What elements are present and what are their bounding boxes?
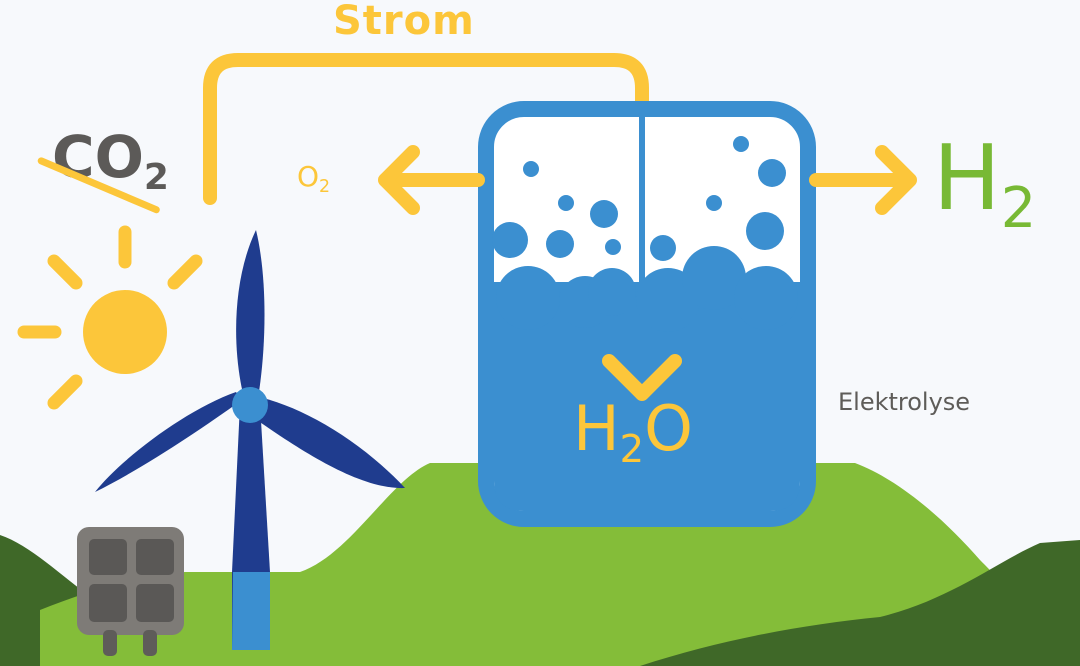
strom-label: Strom [333, 0, 475, 44]
co2-subscript: 2 [143, 156, 169, 198]
oxygen-symbol: O [297, 160, 320, 193]
elektrolyse-label: Elektrolyse [838, 388, 971, 416]
water-subscript: 2 [619, 427, 645, 473]
hydrogen-subscript: 2 [1000, 175, 1037, 241]
strom-power-line [203, 53, 649, 337]
h2-arrow-icon [809, 145, 917, 215]
wind-turbine-icon [95, 230, 405, 650]
hydrogen-symbol: H [933, 126, 1001, 231]
oxygen-label: O2 [297, 160, 330, 196]
arrow-down-icon [602, 354, 682, 401]
water-symbol-h: H [573, 392, 620, 465]
o2-arrow-icon [378, 145, 485, 215]
electrolyzer-tank-icon [478, 101, 816, 527]
solar-panel-icon [77, 527, 184, 656]
oxygen-subscript: 2 [319, 176, 331, 197]
co2-label: CO2 [52, 128, 169, 195]
co2-symbol: CO [52, 123, 144, 191]
hydrogen-label: H2 [933, 134, 1036, 237]
liquid-surface-bubbles [496, 246, 798, 332]
water-symbol-o: O [644, 392, 693, 465]
water-label: H2O [573, 398, 693, 470]
bubble-icon [492, 136, 786, 261]
dark-hill-right [640, 540, 1080, 666]
sun-icon [17, 225, 203, 410]
